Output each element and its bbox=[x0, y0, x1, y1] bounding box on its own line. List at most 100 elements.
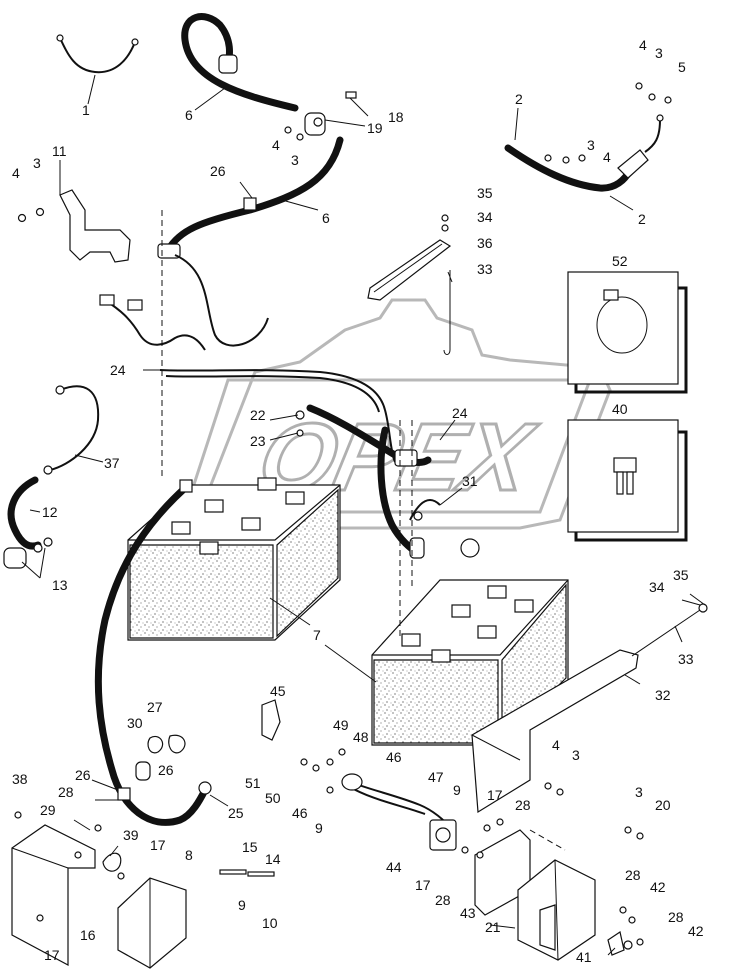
callout-22: 22 bbox=[250, 407, 266, 423]
callout-36: 36 bbox=[477, 235, 493, 251]
hardware-fasteners bbox=[461, 782, 644, 956]
callout-51: 51 bbox=[245, 775, 261, 791]
callout-46: 46 bbox=[386, 749, 402, 765]
callout-48: 48 bbox=[353, 729, 369, 745]
callout-10: 10 bbox=[262, 915, 278, 931]
callout-2: 2 bbox=[515, 91, 523, 107]
callout-4: 4 bbox=[272, 137, 280, 153]
clamp-part-19 bbox=[284, 91, 357, 141]
callout-4: 4 bbox=[12, 165, 20, 181]
callout-30: 30 bbox=[127, 715, 143, 731]
callout-17: 17 bbox=[150, 837, 166, 853]
callout-24: 24 bbox=[452, 405, 468, 421]
callout-28: 28 bbox=[668, 909, 684, 925]
callout-28: 28 bbox=[625, 867, 641, 883]
callout-1: 1 bbox=[82, 102, 90, 118]
callout-17: 17 bbox=[415, 877, 431, 893]
callout-3: 3 bbox=[587, 137, 595, 153]
callout-24: 24 bbox=[110, 362, 126, 378]
leader-lines bbox=[21, 74, 706, 956]
callout-3: 3 bbox=[635, 784, 643, 800]
box-part-40 bbox=[567, 419, 688, 542]
callout-35: 35 bbox=[673, 567, 689, 583]
bracket-part-32 bbox=[471, 603, 708, 814]
callout-7: 7 bbox=[313, 627, 321, 643]
cable-part-37 bbox=[43, 385, 100, 475]
clip-parts-27-30 bbox=[135, 734, 186, 781]
callout-31: 31 bbox=[462, 473, 478, 489]
cable-part-2 bbox=[504, 82, 672, 192]
battery-part-7-left bbox=[127, 477, 341, 641]
callout-15: 15 bbox=[242, 839, 258, 855]
callout-42: 42 bbox=[688, 923, 704, 939]
callout-20: 20 bbox=[655, 797, 671, 813]
callout-9: 9 bbox=[453, 782, 461, 798]
callout-4: 4 bbox=[639, 37, 647, 53]
callout-50: 50 bbox=[265, 790, 281, 806]
callout-19: 19 bbox=[367, 120, 383, 136]
callout-3: 3 bbox=[572, 747, 580, 763]
cable-part-1 bbox=[56, 34, 139, 74]
callout-4: 4 bbox=[603, 149, 611, 165]
callout-41: 41 bbox=[576, 949, 592, 965]
callout-28: 28 bbox=[58, 784, 74, 800]
callout-33: 33 bbox=[678, 651, 694, 667]
callout-34: 34 bbox=[649, 579, 665, 595]
callout-43: 43 bbox=[460, 905, 476, 921]
callout-38: 38 bbox=[12, 771, 28, 787]
battery-part-7-right bbox=[371, 579, 569, 746]
callout-6: 6 bbox=[322, 210, 330, 226]
callout-9: 9 bbox=[238, 897, 246, 913]
callout-28: 28 bbox=[515, 797, 531, 813]
callout-labels: 1 2 2 3 3 3 3 3 3 4 4 4 4 4 5 6 6 7 8 9 … bbox=[12, 37, 704, 965]
callout-35: 35 bbox=[477, 185, 493, 201]
callout-3: 3 bbox=[655, 45, 663, 61]
callout-44: 44 bbox=[386, 859, 402, 875]
callout-3: 3 bbox=[291, 152, 299, 168]
cable-part-6 bbox=[99, 13, 344, 351]
callout-26: 26 bbox=[75, 767, 91, 783]
callout-26: 26 bbox=[210, 163, 226, 179]
callout-16: 16 bbox=[80, 927, 96, 943]
callout-37: 37 bbox=[104, 455, 120, 471]
callout-40: 40 bbox=[612, 401, 628, 417]
callout-29: 29 bbox=[40, 802, 56, 818]
callout-2: 2 bbox=[638, 211, 646, 227]
cover-part-8 bbox=[102, 852, 275, 969]
callout-14: 14 bbox=[265, 851, 281, 867]
callout-26: 26 bbox=[158, 762, 174, 778]
callout-46: 46 bbox=[292, 805, 308, 821]
callout-42: 42 bbox=[650, 879, 666, 895]
callout-18: 18 bbox=[388, 109, 404, 125]
callout-49: 49 bbox=[333, 717, 349, 733]
harness-part-24 bbox=[159, 369, 480, 559]
callout-13: 13 bbox=[52, 577, 68, 593]
callout-52: 52 bbox=[612, 253, 628, 269]
callout-21: 21 bbox=[485, 919, 501, 935]
callout-23: 23 bbox=[250, 433, 266, 449]
box-part-21 bbox=[474, 829, 596, 961]
callout-27: 27 bbox=[147, 699, 163, 715]
relay-parts-44-46 bbox=[261, 699, 457, 851]
callout-33: 33 bbox=[477, 261, 493, 277]
callout-4: 4 bbox=[552, 737, 560, 753]
callout-5: 5 bbox=[678, 59, 686, 75]
callout-11: 11 bbox=[52, 143, 67, 159]
cable-part-12 bbox=[3, 476, 53, 569]
bracket-part-11 bbox=[17, 189, 131, 263]
cover-part-16 bbox=[11, 811, 102, 967]
callout-25: 25 bbox=[228, 805, 244, 821]
alignment-lines bbox=[161, 210, 566, 851]
callout-28: 28 bbox=[435, 892, 451, 908]
callout-17: 17 bbox=[44, 947, 60, 963]
callout-39: 39 bbox=[123, 827, 139, 843]
callout-32: 32 bbox=[655, 687, 671, 703]
callout-9: 9 bbox=[315, 820, 323, 836]
callout-6: 6 bbox=[185, 107, 193, 123]
box-part-52 bbox=[567, 271, 688, 394]
callout-8: 8 bbox=[185, 847, 193, 863]
callout-47: 47 bbox=[428, 769, 444, 785]
callout-3: 3 bbox=[33, 155, 41, 171]
callout-12: 12 bbox=[42, 504, 58, 520]
